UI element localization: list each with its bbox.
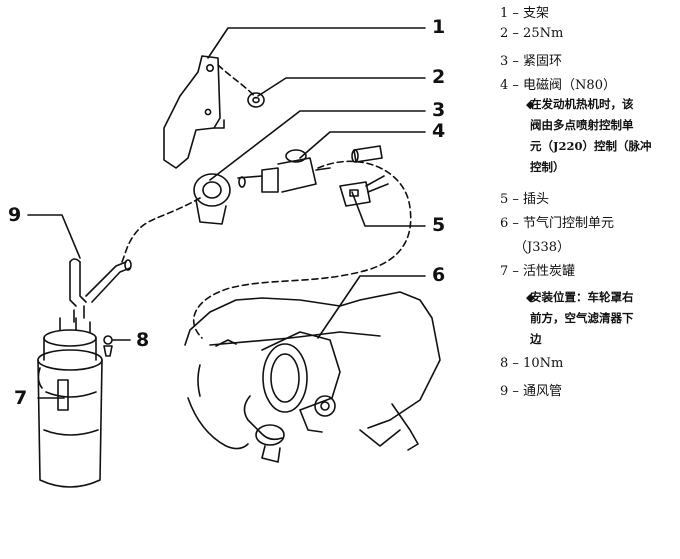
legend-text: 支架 [523, 6, 550, 21]
note-line: 安装位置：车轮罩右 [530, 290, 634, 304]
leader-line-6 [317, 275, 426, 339]
legend-number: 2 [500, 26, 509, 41]
legend-separator: – [508, 78, 524, 93]
legend-number: 6 [500, 216, 509, 231]
callout-8: 8 [136, 329, 150, 351]
note-line: 控制） [530, 160, 565, 174]
legend-text: 节气门控制单元 [523, 216, 615, 231]
legend-item: 6 – 节气门控制单元 [500, 212, 614, 231]
legend-number: 9 [500, 384, 509, 399]
legend-separator: – [508, 192, 524, 207]
callout-9: 9 [8, 204, 22, 226]
bullet-icon: ◆ [526, 291, 535, 304]
hose-connector [351, 145, 383, 163]
legend-number: 5 [500, 192, 509, 207]
plug-connector [339, 175, 389, 207]
solenoid-valve [237, 149, 331, 193]
legend-text: 活性炭罐 [523, 264, 576, 279]
note-canister-location: 安装位置：车轮罩右 前方，空气滤清器下 边 [530, 287, 634, 350]
legend-item: 4 – 电磁阀（N80） [500, 74, 616, 93]
legend-item: 1 – 支架 [500, 2, 549, 21]
legend-item: 5 – 插头 [500, 188, 549, 207]
leader-line-9 [27, 214, 81, 259]
legend-separator: – [508, 216, 524, 231]
leader-line-1 [207, 27, 426, 59]
legend-number: 7 [500, 264, 509, 279]
leader-line-5 [351, 191, 426, 227]
note-line: 前方，空气滤清器下 [530, 311, 634, 325]
legend-number: 4 [500, 78, 509, 93]
legend-item: 7 – 活性炭罐 [500, 260, 575, 279]
legend-separator: – [508, 6, 524, 21]
callout-5: 5 [432, 214, 446, 236]
callout-1: 1 [432, 16, 446, 38]
legend-item: 8 – 10Nm [500, 356, 563, 371]
legend-text: 电磁阀（N80） [523, 78, 616, 93]
nut [247, 92, 265, 108]
note-line: 边 [530, 332, 542, 346]
legend-number: 1 [500, 6, 509, 21]
note-line: 在发动机热机时，该 [530, 97, 634, 111]
legend-text: 紧固环 [523, 54, 563, 69]
bullet-icon: ◆ [526, 98, 535, 111]
legend-item: 9 – 通风管 [500, 380, 562, 399]
legend-item: 2 – 25Nm [500, 26, 563, 41]
legend-separator: – [508, 54, 524, 69]
note-line: 阀由多点喷射控制单 [530, 118, 634, 132]
legend-text: 插头 [523, 192, 550, 207]
note-line: 元（J220）控制（脉冲 [530, 139, 652, 153]
callout-6: 6 [432, 264, 446, 286]
legend-separator: – [508, 356, 524, 371]
leader-line-2 [257, 77, 426, 97]
note-solenoid-valve: 在发动机热机时，该 阀由多点喷射控制单 元（J220）控制（脉冲 控制） [530, 94, 651, 178]
legend-separator: – [508, 26, 524, 41]
hose-routing [121, 64, 412, 339]
legend-separator: – [508, 384, 524, 399]
bracket [163, 55, 225, 169]
exploded-parts-diagram [27, 27, 441, 488]
legend-number: 3 [500, 54, 509, 69]
callout-7: 7 [14, 387, 28, 409]
throttle-control-unit [184, 291, 441, 463]
bolt [103, 335, 113, 357]
legend-number: 8 [500, 356, 509, 371]
charcoal-canister [37, 317, 103, 488]
vent-pipe [69, 258, 132, 323]
legend-text: 通风管 [523, 384, 563, 399]
callout-4: 4 [432, 120, 446, 142]
leader-line-4 [299, 131, 426, 159]
clamp-ring [193, 173, 231, 225]
legend-item: 3 – 紧固环 [500, 50, 562, 69]
legend-text: 25Nm [523, 26, 564, 41]
legend-separator: – [508, 264, 524, 279]
callout-2: 2 [432, 66, 446, 88]
legend-item-continued: （J338） [514, 240, 571, 255]
callout-3: 3 [432, 99, 446, 121]
leader-line-3 [209, 110, 426, 181]
legend-text: 10Nm [523, 356, 564, 371]
